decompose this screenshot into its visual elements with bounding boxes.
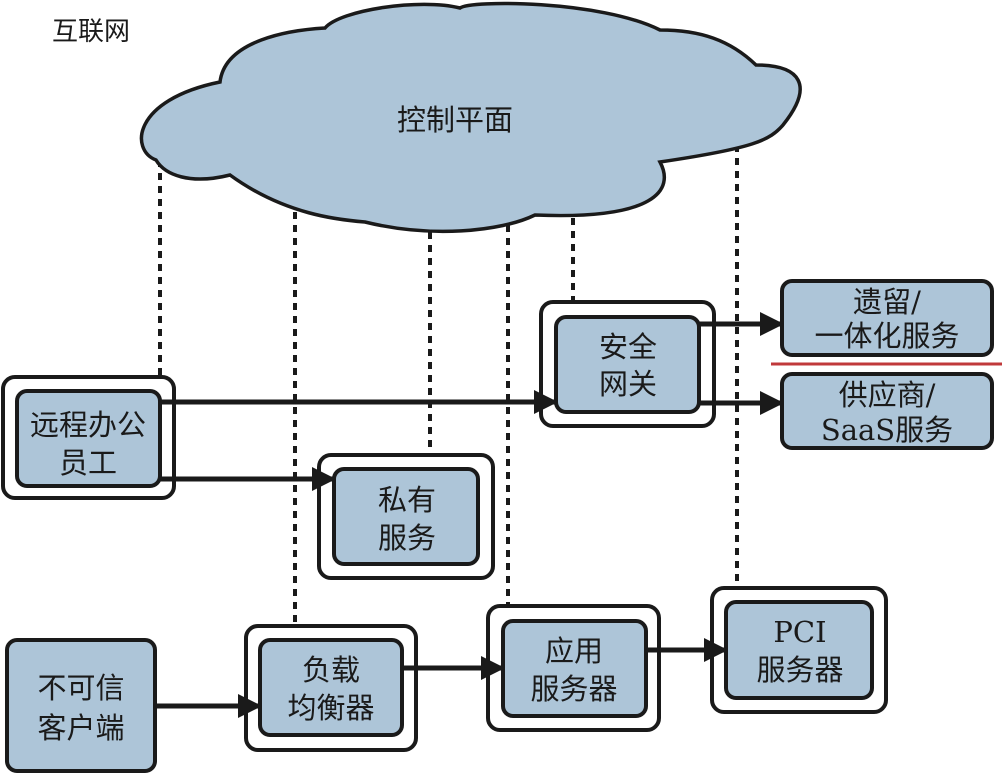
node-label-line2: 服务器	[530, 672, 617, 706]
node-label-line1: 遗留/	[853, 285, 921, 319]
node-box	[332, 467, 480, 566]
node-security-gateway[interactable]: 安全 网关	[539, 300, 716, 428]
node-label-line2: 服务	[378, 521, 436, 555]
node-label-line1: 私有	[378, 483, 436, 517]
node-app-server[interactable]: 应用 服务器	[486, 604, 661, 732]
node-label-line2: 一体化服务	[814, 319, 959, 353]
node-vendor-saas[interactable]: 供应商/ SaaS服务	[780, 372, 994, 450]
control-plane-cloud: 控制平面	[139, 1, 802, 234]
node-label-line1: PCI	[773, 615, 826, 649]
node-label-line2: 网关	[599, 367, 657, 401]
node-load-balancer[interactable]: 负载 均衡器	[244, 624, 418, 752]
node-box	[258, 638, 404, 737]
node-label-line1: 应用	[545, 634, 603, 668]
node-pci-server[interactable]: PCI 服务器	[710, 586, 888, 714]
cloud-shape	[139, 1, 802, 234]
node-label-line2: SaaS服务	[821, 413, 953, 447]
node-label-line1: 负载	[302, 653, 360, 687]
node-label-line1: 供应商/	[839, 378, 936, 412]
node-label-line2: 均衡器	[287, 691, 374, 725]
node-label-line2: 员工	[59, 446, 117, 480]
cloud-label: 控制平面	[397, 103, 513, 137]
node-box	[15, 389, 162, 488]
node-label-line2: 服务器	[756, 653, 843, 687]
arrow-connectors	[155, 312, 784, 718]
dotted-connectors	[158, 132, 739, 627]
node-untrusted-client[interactable]: 不可信 客户端	[5, 638, 157, 773]
node-label-line1: 远程办公	[30, 408, 146, 442]
node-box	[5, 638, 157, 773]
node-label-line1: 不可信	[37, 671, 124, 705]
node-box	[554, 315, 701, 414]
node-private-service[interactable]: 私有 服务	[317, 453, 495, 580]
node-label-line2: 客户端	[37, 711, 124, 745]
diagram-title: 互联网	[52, 17, 130, 47]
node-remote-worker[interactable]: 远程办公 员工	[1, 375, 176, 500]
node-label-line1: 安全	[599, 330, 657, 364]
node-legacy-service[interactable]: 遗留/ 一体化服务	[780, 279, 994, 357]
